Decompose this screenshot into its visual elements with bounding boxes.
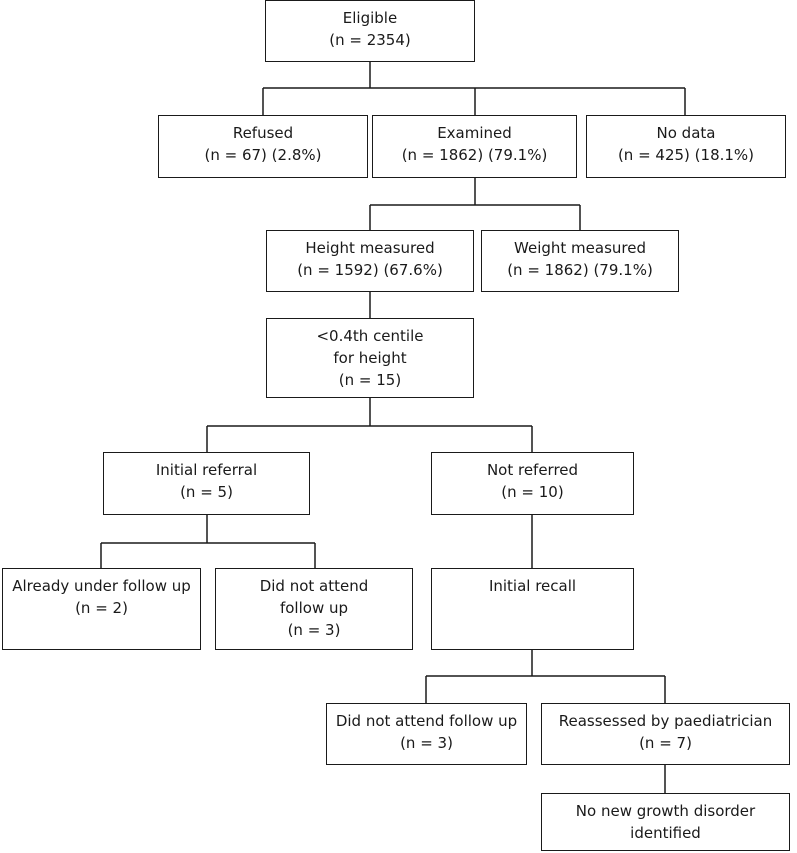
box-label: Weight measured: [514, 239, 646, 257]
box-label: No new growth disorder: [575, 802, 756, 820]
box-count: (n = 7): [639, 734, 692, 752]
box-count: (n = 3): [400, 734, 453, 752]
box-label: Initial recall: [488, 577, 577, 595]
height-measured-box: Height measured (n = 1592) (67.6%): [266, 230, 474, 292]
box-label: Already under follow up: [12, 577, 191, 595]
box-label: Initial referral: [155, 461, 258, 479]
reassessed-box: Reassessed by paediatrician (n = 7): [541, 703, 790, 765]
no-new-disorder-box: No new growth disorder identified: [541, 793, 790, 851]
box-label: Refused: [232, 124, 294, 142]
did-not-attend-box-2: Did not attend follow up (n = 3): [326, 703, 527, 765]
box-count: (n = 5): [180, 483, 233, 501]
box-count: (n = 1592) (67.6%): [297, 261, 443, 279]
not-referred-box: Not referred (n = 10): [431, 452, 634, 515]
box-count: (n = 2354): [329, 31, 411, 49]
already-follow-up-box: Already under follow up (n = 2): [2, 568, 201, 650]
box-count: (n = 2): [75, 599, 128, 617]
box-count: (n = 15): [338, 371, 402, 389]
centile-box: <0.4th centile for height (n = 15): [266, 318, 474, 398]
box-label: identified: [630, 824, 701, 842]
box-count: (n = 67) (2.8%): [204, 146, 322, 164]
refused-box: Refused (n = 67) (2.8%): [158, 115, 368, 178]
box-count: (n = 10): [501, 483, 564, 501]
initial-recall-box: Initial recall: [431, 568, 634, 650]
examined-box: Examined (n = 1862) (79.1%): [372, 115, 577, 178]
box-count: (n = 425) (18.1%): [617, 146, 755, 164]
box-label: Did not attend: [259, 577, 369, 595]
box-label: Did not attend follow up: [335, 712, 518, 730]
box-count: (n = 1862) (79.1%): [507, 261, 653, 279]
box-label: <0.4th centile: [316, 327, 424, 345]
box-count: (n = 3): [287, 621, 341, 639]
box-label: follow up: [279, 599, 349, 617]
did-not-attend-box-1: Did not attend follow up (n = 3): [215, 568, 413, 650]
initial-referral-box: Initial referral (n = 5): [103, 452, 310, 515]
box-count: (n = 1862) (79.1%): [401, 146, 548, 164]
box-label: No data: [656, 124, 716, 142]
eligible-box: Eligible (n = 2354): [265, 0, 475, 62]
box-label: Height measured: [305, 239, 435, 257]
weight-measured-box: Weight measured (n = 1862) (79.1%): [481, 230, 679, 292]
box-label: for height: [333, 349, 407, 367]
no-data-box: No data (n = 425) (18.1%): [586, 115, 786, 178]
box-label: Reassessed by paediatrician: [558, 712, 773, 730]
box-label: Not referred: [486, 461, 579, 479]
box-label: Eligible: [342, 9, 398, 27]
box-label: Examined: [437, 124, 512, 142]
